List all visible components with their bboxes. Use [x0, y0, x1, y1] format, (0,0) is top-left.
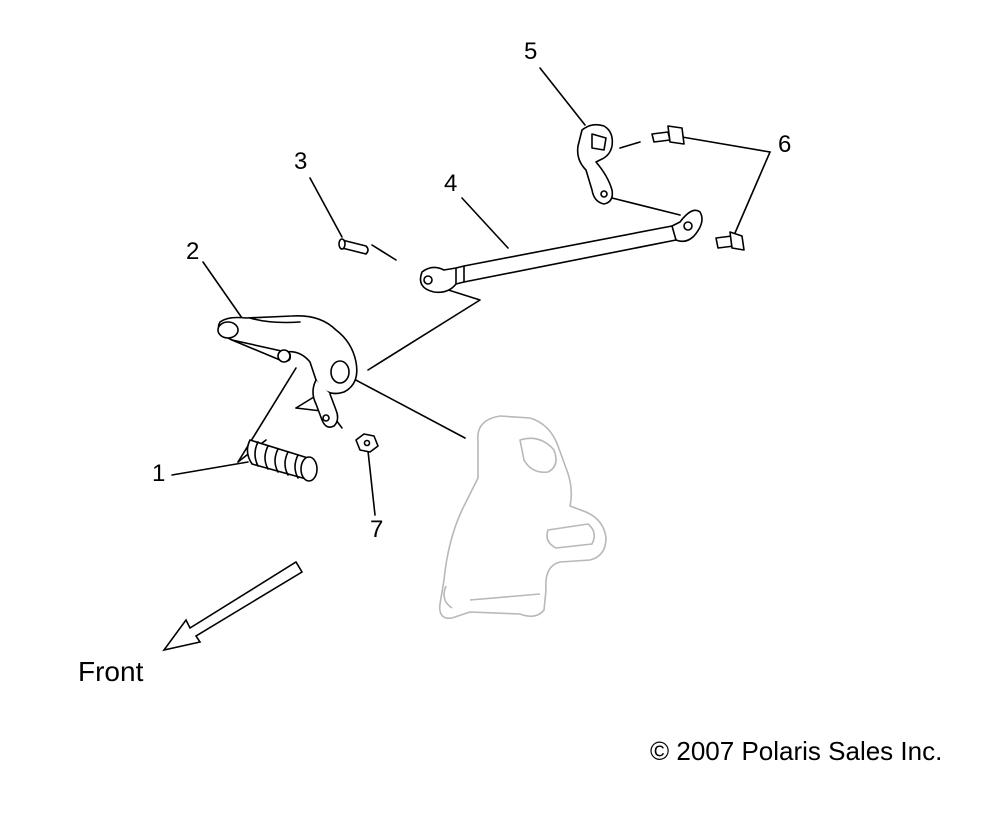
foot-peg-rubber	[246, 439, 318, 482]
bolt-upper	[651, 125, 685, 145]
copyright-notice: © 2007 Polaris Sales Inc.	[650, 736, 943, 766]
pin	[338, 238, 369, 255]
callout-5: 5	[524, 38, 538, 65]
nut	[355, 433, 379, 453]
callout-3: 3	[294, 148, 308, 175]
callout-6: 6	[778, 131, 792, 158]
bolt-lower	[715, 231, 745, 251]
callout-2: 2	[186, 238, 200, 265]
shift-lever	[217, 314, 358, 428]
shift-rod	[419, 209, 703, 294]
shift-arm	[576, 123, 614, 205]
front-label: Front	[78, 656, 144, 687]
callout-7: 7	[370, 516, 384, 543]
callout-1: 1	[152, 460, 166, 487]
mounting-bracket-ghost	[438, 415, 607, 620]
front-direction-arrow	[162, 560, 304, 652]
callout-4: 4	[444, 170, 458, 197]
